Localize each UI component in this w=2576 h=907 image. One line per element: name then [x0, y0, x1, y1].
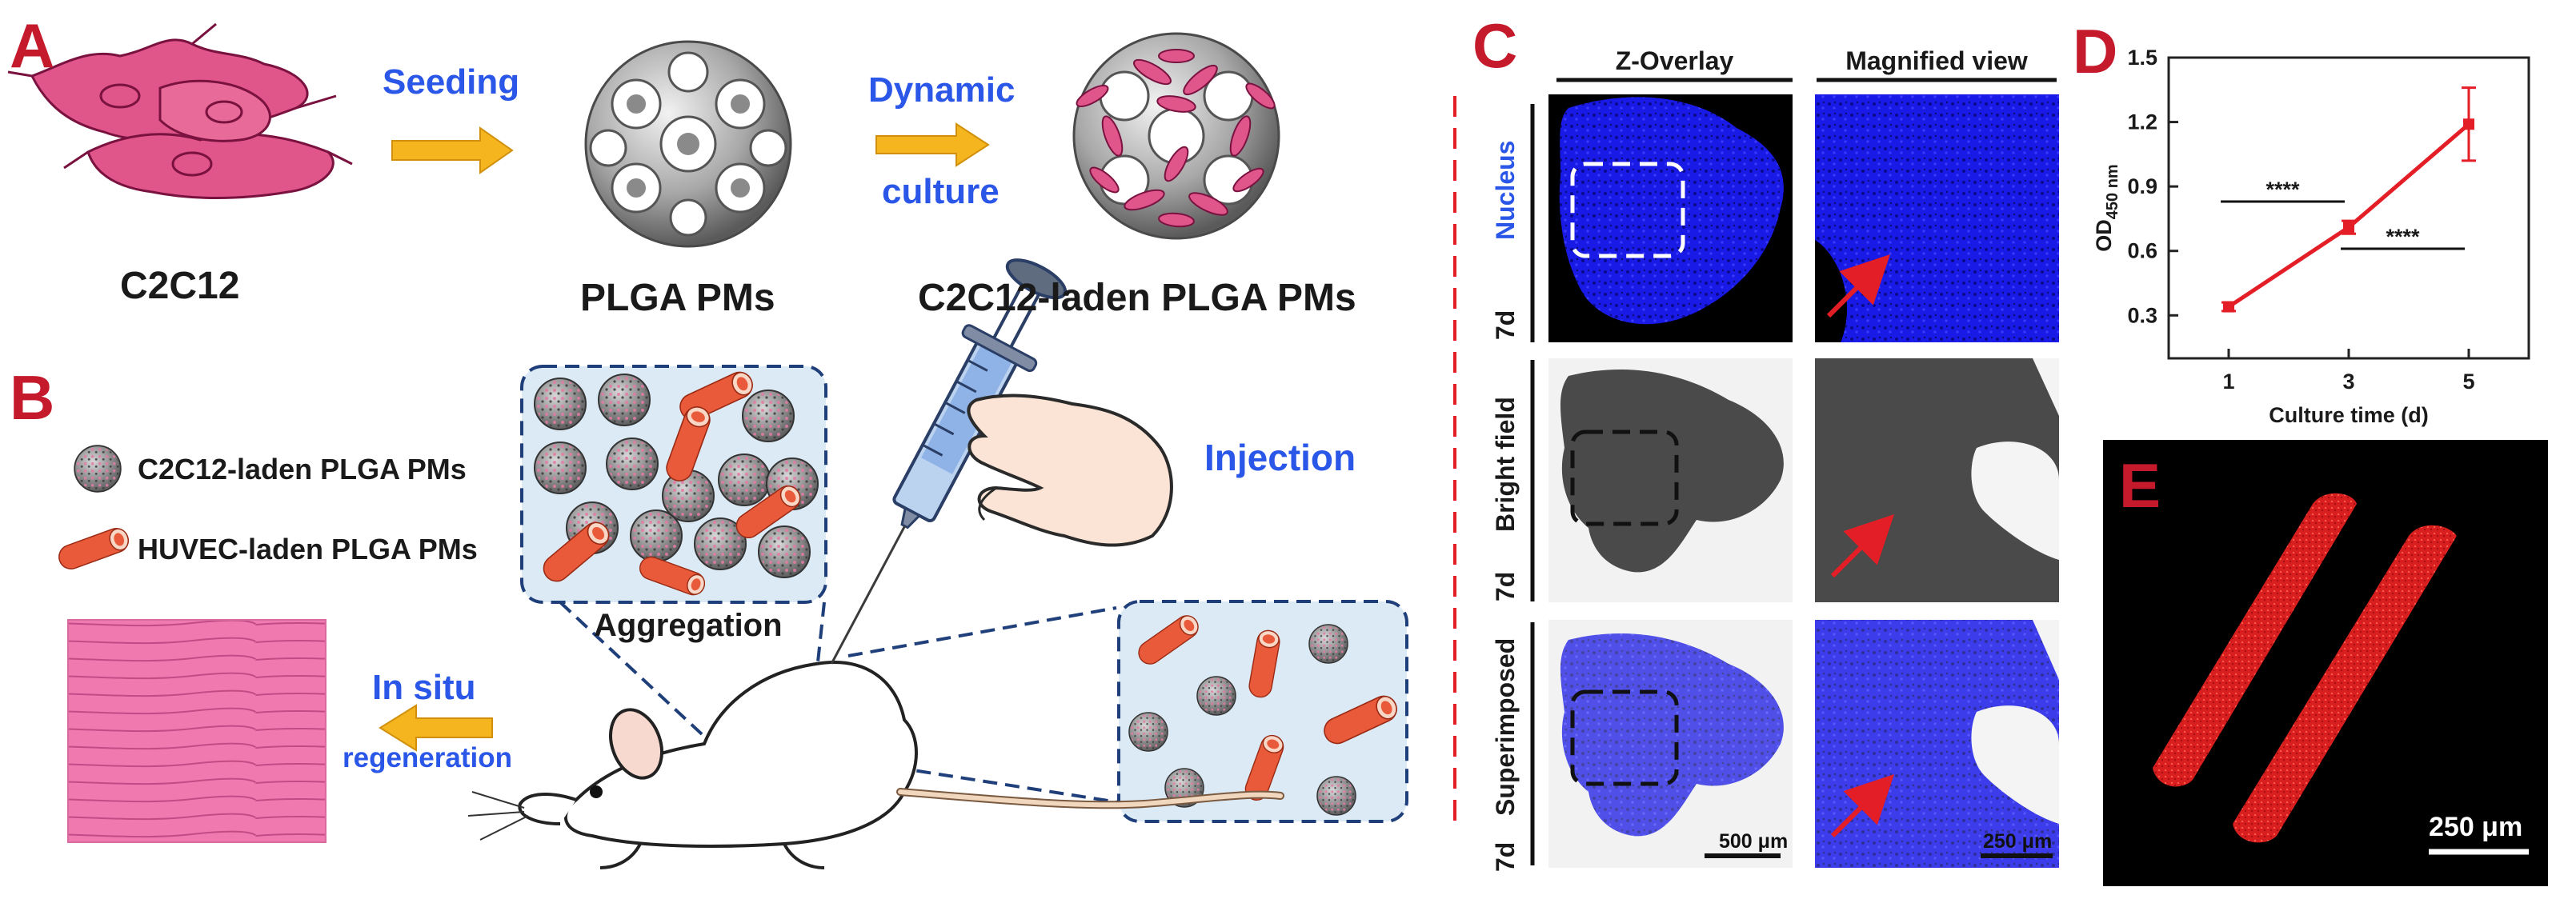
legend-huvec-icon — [54, 524, 133, 573]
brightfield-magnified-image — [1815, 358, 2059, 602]
z-overlay-header: Z-Overlay — [1615, 46, 1734, 75]
magnified-view-header: Magnified view — [1845, 46, 2028, 75]
y-axis-label-main: OD — [2092, 219, 2116, 252]
y-tick-label: 0.6 — [2127, 239, 2157, 263]
legend-c2c12-label: C2C12-laden PLGA PMs — [138, 453, 467, 485]
c2c12-label: C2C12 — [120, 265, 240, 307]
row-day-superimposed: 7d — [1491, 841, 1520, 872]
x-tick-label: 1 — [2222, 370, 2234, 394]
brightfield-overlay-image — [1548, 358, 1793, 602]
row-label-brightfield: Bright field — [1491, 397, 1520, 532]
x-tick-label: 3 — [2342, 370, 2354, 394]
culture-label: culture — [882, 172, 1000, 211]
y-tick-label: 0.9 — [2127, 174, 2157, 198]
plga-pms-label: PLGA PMs — [580, 277, 775, 319]
row-day-brightfield: 7d — [1491, 571, 1520, 601]
panel-letter-c: C — [1472, 10, 1518, 81]
legend-c2c12-icon — [74, 445, 122, 493]
scale-bar-500um: 500 μm — [1719, 830, 1789, 853]
mouse-illustration — [467, 661, 1284, 869]
regeneration-label: regeneration — [343, 742, 512, 773]
aggregation-box — [520, 365, 827, 604]
data-point — [2223, 301, 2234, 313]
x-tick-label: 5 — [2462, 370, 2474, 394]
superimposed-overlay-image — [1548, 620, 1793, 868]
cell-laden-microsphere-illustration — [1072, 32, 1280, 240]
plga-microsphere-illustration — [584, 40, 792, 248]
superimposed-magnified-image — [1815, 620, 2059, 868]
od-series-line — [2227, 122, 2470, 309]
y-axis-label-sub: 450 nm — [2104, 164, 2121, 219]
scale-bar-250um-e: 250 μm — [2429, 812, 2523, 842]
distribution-box — [1117, 600, 1408, 823]
y-tick-label: 1.5 — [2127, 46, 2157, 70]
x-axis-label: Culture time (d) — [2269, 403, 2429, 427]
aggregation-label: Aggregation — [594, 608, 783, 643]
y-tick-label: 0.3 — [2127, 303, 2157, 327]
in-situ-arrow — [379, 704, 493, 752]
c2c12-cells-illustration — [7, 22, 353, 199]
seeding-arrow — [391, 126, 514, 174]
y-axis-label: OD450 nm — [2092, 164, 2121, 251]
nucleus-magnified-image — [1815, 94, 2059, 342]
legend-huvec-label: HUVEC-laden PLGA PMs — [138, 533, 478, 565]
panel-letter-a: A — [10, 10, 55, 81]
seeding-label: Seeding — [383, 62, 520, 102]
data-point — [2463, 118, 2474, 130]
chart-axes-frame — [2167, 56, 2530, 360]
injection-label: Injection — [1204, 437, 1356, 478]
in-situ-label: In situ — [372, 668, 476, 707]
row-label-superimposed: Superimposed — [1491, 637, 1520, 816]
data-point — [2343, 222, 2354, 234]
significance-label: **** — [2266, 178, 2300, 202]
dynamic-label: Dynamic — [868, 70, 1016, 110]
panel-letter-e: E — [2119, 450, 2161, 521]
significance-label: **** — [2386, 225, 2420, 249]
regenerated-muscle-illustration — [67, 619, 327, 843]
hand-illustration — [967, 394, 1173, 547]
row-day-nucleus: 7d — [1491, 310, 1520, 340]
panel-letter-b: B — [10, 362, 55, 433]
nucleus-overlay-image — [1548, 94, 1793, 342]
panel-letter-d: D — [2073, 16, 2118, 86]
scale-bar-250um-c: 250 μm — [1983, 830, 2053, 853]
cell-laden-pms-label: C2C12-laden PLGA PMs — [918, 277, 1356, 319]
myofiber-fluorescence-image — [2103, 440, 2548, 886]
syringe-illustration — [830, 258, 1068, 665]
y-tick-label: 1.2 — [2127, 110, 2157, 134]
row-label-nucleus: Nucleus — [1491, 140, 1520, 240]
dynamic-culture-arrow — [875, 122, 990, 167]
